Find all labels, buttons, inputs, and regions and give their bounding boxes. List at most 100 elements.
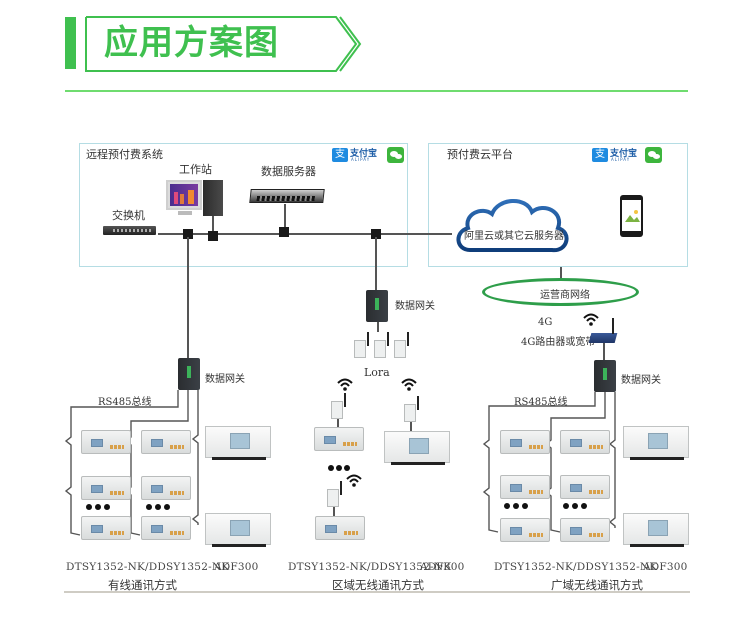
- wifi-icon: [583, 313, 599, 326]
- energy-meter-icon: [500, 518, 550, 542]
- data-gateway-label: 数据网关: [395, 301, 435, 312]
- router-antenna: [612, 318, 614, 334]
- meter-model-label: DTSY1352-NK/DDSY1352-NK: [494, 561, 658, 573]
- page-title: 应用方案图: [104, 23, 279, 63]
- section-caption: 广域无线通讯方式: [551, 578, 643, 592]
- cloud-link: [406, 233, 452, 235]
- carrier-network-label: 运营商网络: [540, 290, 590, 301]
- cloud-platform-title: 预付费云平台: [447, 148, 513, 161]
- wifi-icon: [337, 378, 353, 391]
- rs485-bus-label: RS485总线: [98, 397, 152, 408]
- backbone-line: [158, 233, 463, 235]
- energy-meter-icon: [500, 430, 550, 454]
- wechat-icon: [387, 147, 404, 163]
- lora-link: [410, 422, 412, 431]
- meter-model-label: DTSY1352-NK/DDSY1352-NK: [288, 561, 452, 573]
- ellipsis-dot: [146, 504, 152, 510]
- ellipsis-dot: [164, 504, 170, 510]
- lora-module-icon: [331, 393, 346, 419]
- rs485-bus-wiring: [64, 390, 199, 536]
- energy-meter-icon: [315, 516, 365, 540]
- wired-gateway-drop: [187, 237, 189, 360]
- network-switch-icon: [103, 226, 156, 235]
- ellipsis-dot: [572, 503, 578, 509]
- wechat-icon: [645, 147, 662, 163]
- data-gateway-icon: [594, 360, 616, 392]
- workstation-monitor-icon: [166, 180, 202, 210]
- data-server-icon: [249, 189, 325, 203]
- ellipsis-dot: [581, 503, 587, 509]
- cloud-server-label: 阿里云或其它云服务器: [464, 231, 564, 242]
- data-server-label: 数据服务器: [261, 165, 316, 178]
- meter-model-label: DTSY1352-NK/DDSY1352-NK: [66, 561, 230, 573]
- energy-meter-icon: [141, 476, 191, 500]
- remote-prepay-system-panel: [79, 143, 408, 267]
- alipay-subtext: ALIPAY: [611, 157, 631, 162]
- alipay-icon: 支: [332, 148, 348, 162]
- energy-meter-icon: [560, 475, 610, 499]
- data-gateway-icon: [366, 290, 388, 322]
- cloud-server-icon: [456, 199, 569, 253]
- workstation-tower-icon: [203, 180, 223, 216]
- ellipsis-dot: [336, 465, 342, 471]
- wifi-icon: [346, 474, 362, 487]
- lora-module-icon: [404, 396, 419, 422]
- lora-gateway-drop: [375, 237, 377, 292]
- energy-meter-icon: [141, 430, 191, 454]
- ellipsis-dot: [104, 504, 110, 510]
- header-accent-bar: [65, 17, 76, 69]
- ellipsis-dot: [513, 503, 519, 509]
- lora-module-icon: [394, 332, 409, 358]
- lora-module-icon: [354, 332, 369, 358]
- router-4g-tag: 4G: [538, 317, 553, 328]
- alipay-text: 支付宝: [350, 149, 378, 159]
- rs485-bus-wiring: [482, 392, 616, 533]
- adf300-meter-icon: [205, 426, 271, 460]
- data-gateway-icon: [178, 358, 200, 390]
- footer-divider: [64, 591, 690, 593]
- router-to-gateway-link: [603, 343, 605, 363]
- alipay-subtext: ALIPAY: [351, 157, 371, 162]
- lora-module-icon: [327, 481, 342, 507]
- adf-model-label: ADF300: [643, 561, 688, 573]
- data-gateway-label: 数据网关: [621, 375, 661, 386]
- tablet-icon: [620, 195, 643, 237]
- ellipsis-dot: [155, 504, 161, 510]
- workstation-label: 工作站: [179, 163, 212, 176]
- lora-module-icon: [374, 332, 389, 358]
- lora-link: [333, 507, 335, 516]
- data-gateway-label: 数据网关: [205, 374, 245, 385]
- alipay-icon: 支: [592, 148, 608, 162]
- adf-model-label: ADF300: [420, 561, 465, 573]
- cloud-to-carrier-link: [560, 267, 562, 279]
- section-caption: 区域无线通讯方式: [332, 578, 424, 592]
- header-divider: [65, 90, 688, 92]
- energy-meter-icon: [560, 430, 610, 454]
- network-node: [183, 229, 193, 239]
- ellipsis-dot: [95, 504, 101, 510]
- energy-meter-icon: [314, 427, 364, 451]
- adf300-meter-icon: [623, 426, 689, 460]
- network-node: [279, 227, 289, 237]
- ellipsis-dot: [86, 504, 92, 510]
- ellipsis-dot: [563, 503, 569, 509]
- ellipsis-dot: [328, 465, 334, 471]
- energy-meter-icon: [81, 516, 131, 540]
- network-node: [371, 229, 381, 239]
- energy-meter-icon: [81, 476, 131, 500]
- ellipsis-dot: [344, 465, 350, 471]
- switch-label: 交换机: [112, 209, 145, 222]
- adf-model-label: ADF300: [214, 561, 259, 573]
- carrier-network-ellipse: [482, 278, 639, 306]
- header-banner-frame: [85, 16, 362, 72]
- section-caption: 有线通讯方式: [108, 578, 177, 592]
- router-icon: [588, 333, 618, 343]
- lora-label: Lora: [364, 366, 390, 379]
- server-link: [284, 204, 286, 230]
- alipay-text: 支付宝: [610, 149, 638, 159]
- energy-meter-icon: [81, 430, 131, 454]
- wifi-icon: [401, 378, 417, 391]
- network-node: [208, 231, 218, 241]
- adf300-meter-icon: [205, 513, 271, 547]
- remote-prepay-system-title: 远程预付费系统: [86, 148, 163, 161]
